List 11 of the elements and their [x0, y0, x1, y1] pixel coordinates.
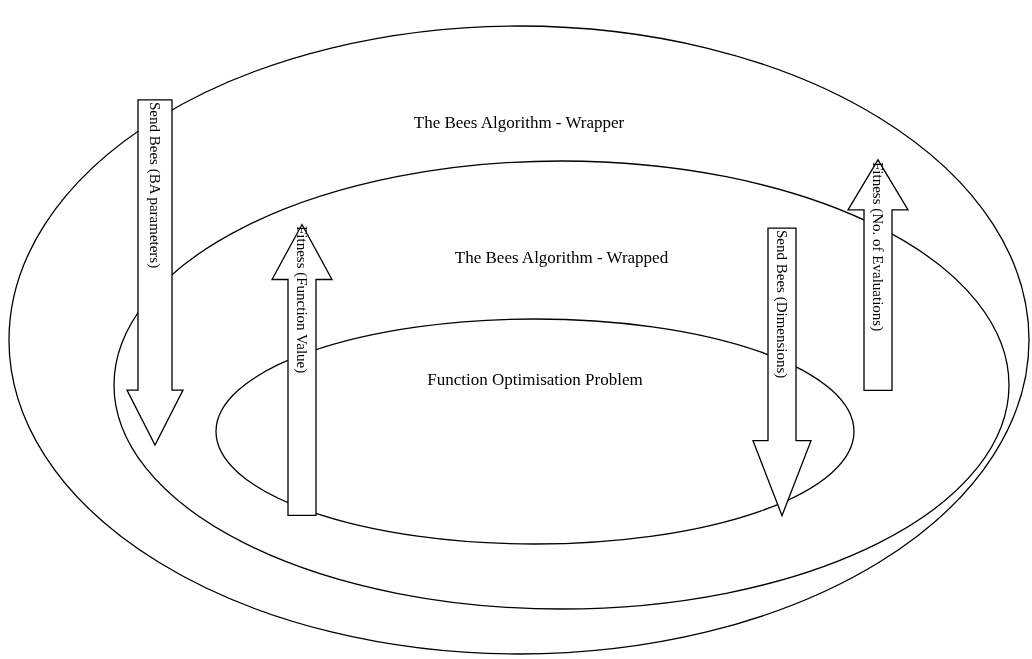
edge-label: Fitness (No. of Evaluations)	[870, 161, 885, 331]
ellipse-title: Function Optimisation Problem	[427, 370, 643, 389]
block-arrow	[846, 158, 910, 392]
ellipse-title: The Bees Algorithm - Wrapper	[413, 113, 625, 132]
ellipse-title: The Bees Algorithm - Wrapped	[454, 248, 669, 267]
edge-label: Send Bees (Dimensions)	[774, 230, 789, 379]
block-arrow	[270, 223, 334, 516]
edge-label: Fitness (Function Value)	[294, 226, 309, 374]
block-arrow	[125, 99, 185, 447]
edge-label: Send Bees (BA parameters)	[147, 101, 162, 269]
block-arrow	[752, 227, 812, 518]
